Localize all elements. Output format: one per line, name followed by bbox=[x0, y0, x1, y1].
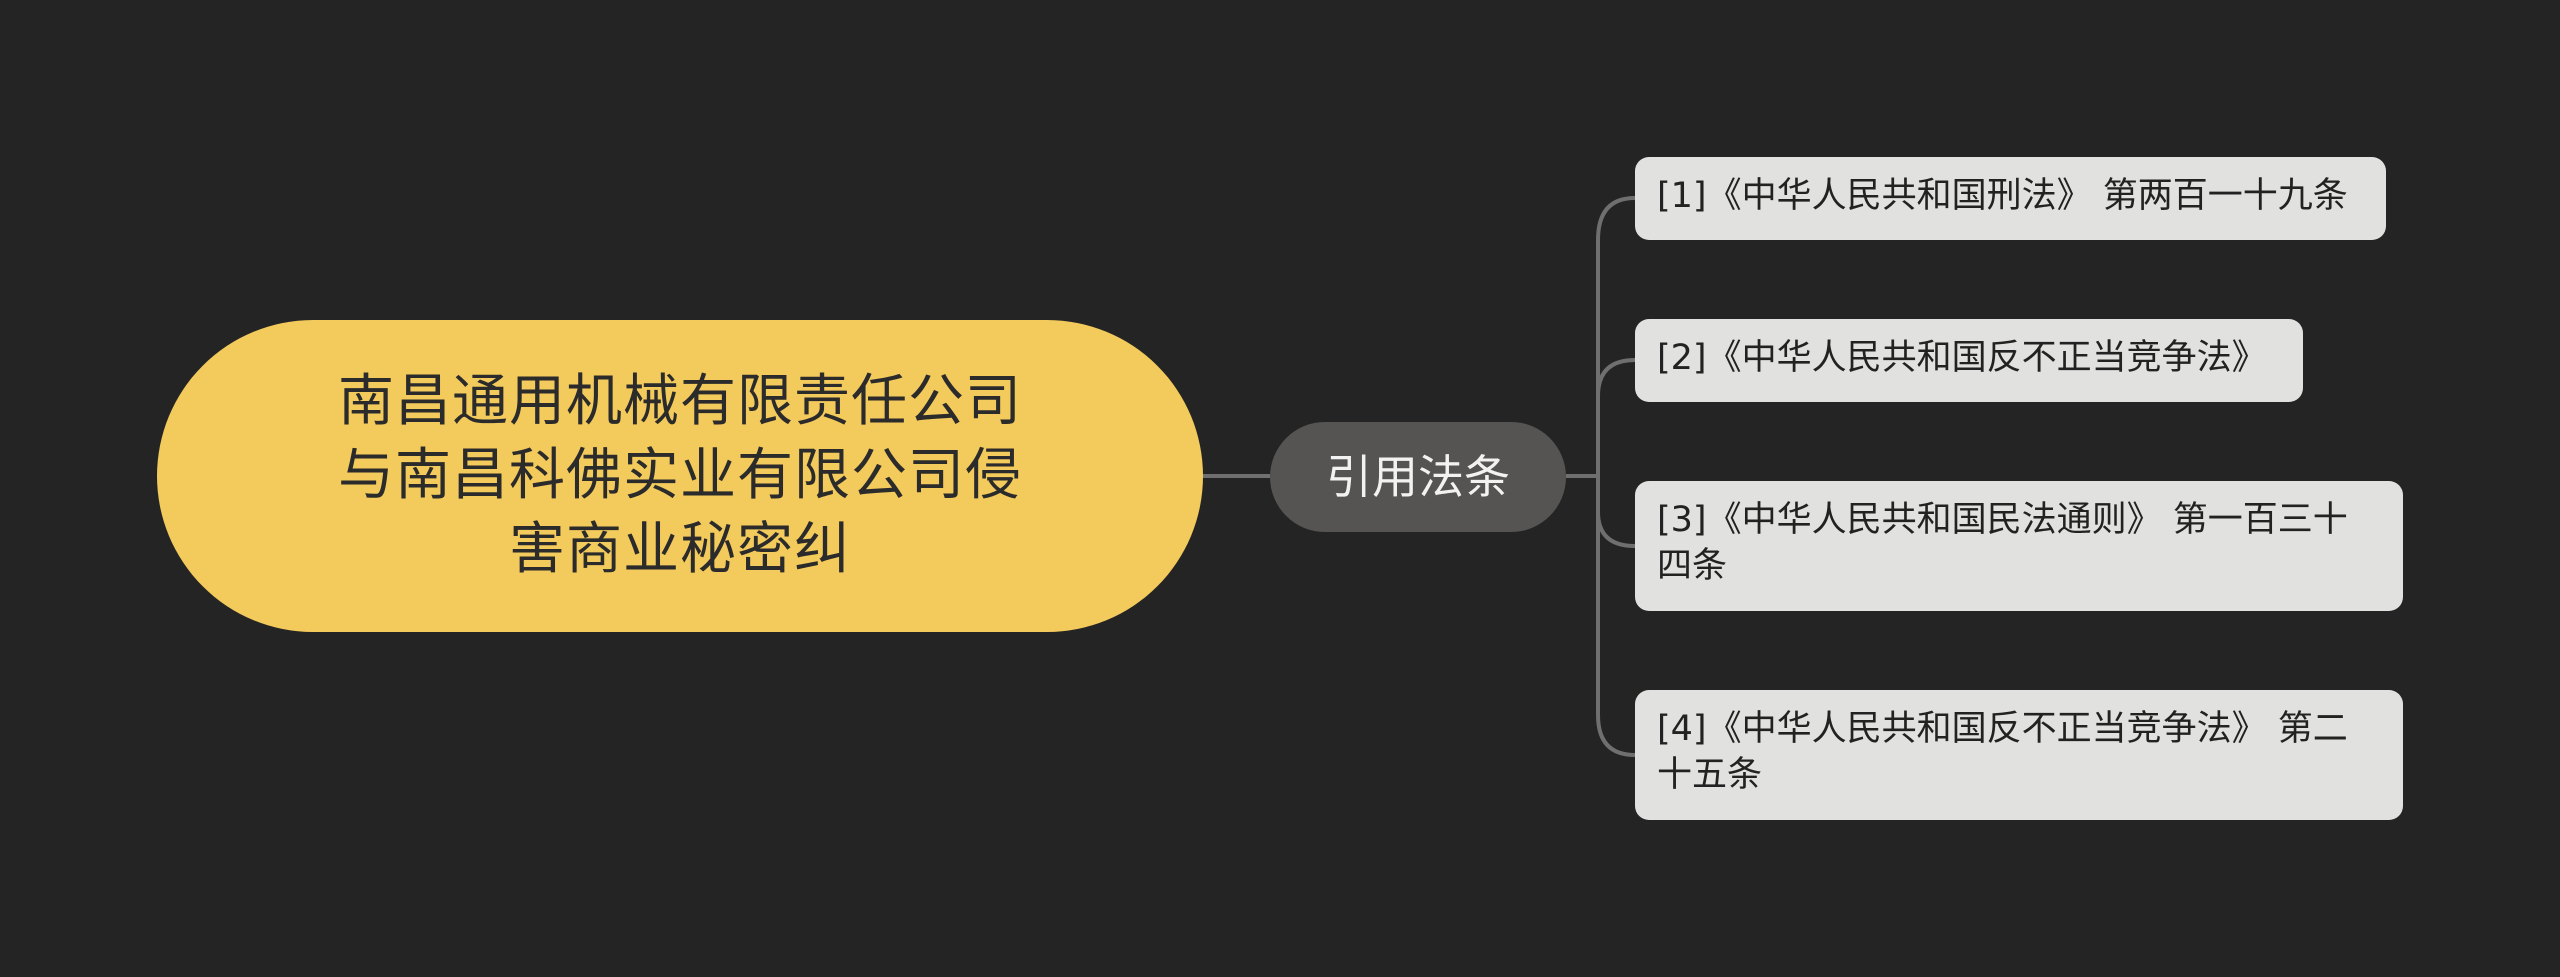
connector-leaf-4 bbox=[1596, 476, 1636, 757]
branch-topic-text: 引用法条 bbox=[1326, 450, 1510, 504]
leaf-topic-text-2: [2]《中华人民共和国反不正当竞争法》 bbox=[1657, 338, 2267, 378]
leaf-topic-node-2[interactable]: [2]《中华人民共和国反不正当竞争法》 bbox=[1635, 319, 2303, 402]
root-topic-text: 南昌通用机械有限责任公司与南昌科佛实业有限公司侵害商业秘密纠 bbox=[338, 369, 1022, 582]
leaf-topic-node-1[interactable]: [1]《中华人民共和国刑法》 第两百一十九条 bbox=[1635, 157, 2386, 240]
root-topic-node[interactable]: 南昌通用机械有限责任公司与南昌科佛实业有限公司侵害商业秘密纠 bbox=[157, 320, 1203, 632]
connector-leaf-1 bbox=[1596, 196, 1636, 476]
leaf-topic-text-4: [4]《中华人民共和国反不正当竞争法》 第二十五条 bbox=[1657, 709, 2348, 795]
connector-leaf-2 bbox=[1596, 358, 1636, 476]
leaf-topic-node-4[interactable]: [4]《中华人民共和国反不正当竞争法》 第二十五条 bbox=[1635, 690, 2403, 820]
leaf-topic-text-1: [1]《中华人民共和国刑法》 第两百一十九条 bbox=[1657, 176, 2348, 216]
connector-leaf-3 bbox=[1596, 476, 1636, 548]
branch-topic-node[interactable]: 引用法条 bbox=[1270, 422, 1566, 532]
leaf-topic-node-3[interactable]: [3]《中华人民共和国民法通则》 第一百三十四条 bbox=[1635, 481, 2403, 611]
leaf-topic-text-3: [3]《中华人民共和国民法通则》 第一百三十四条 bbox=[1657, 500, 2348, 586]
